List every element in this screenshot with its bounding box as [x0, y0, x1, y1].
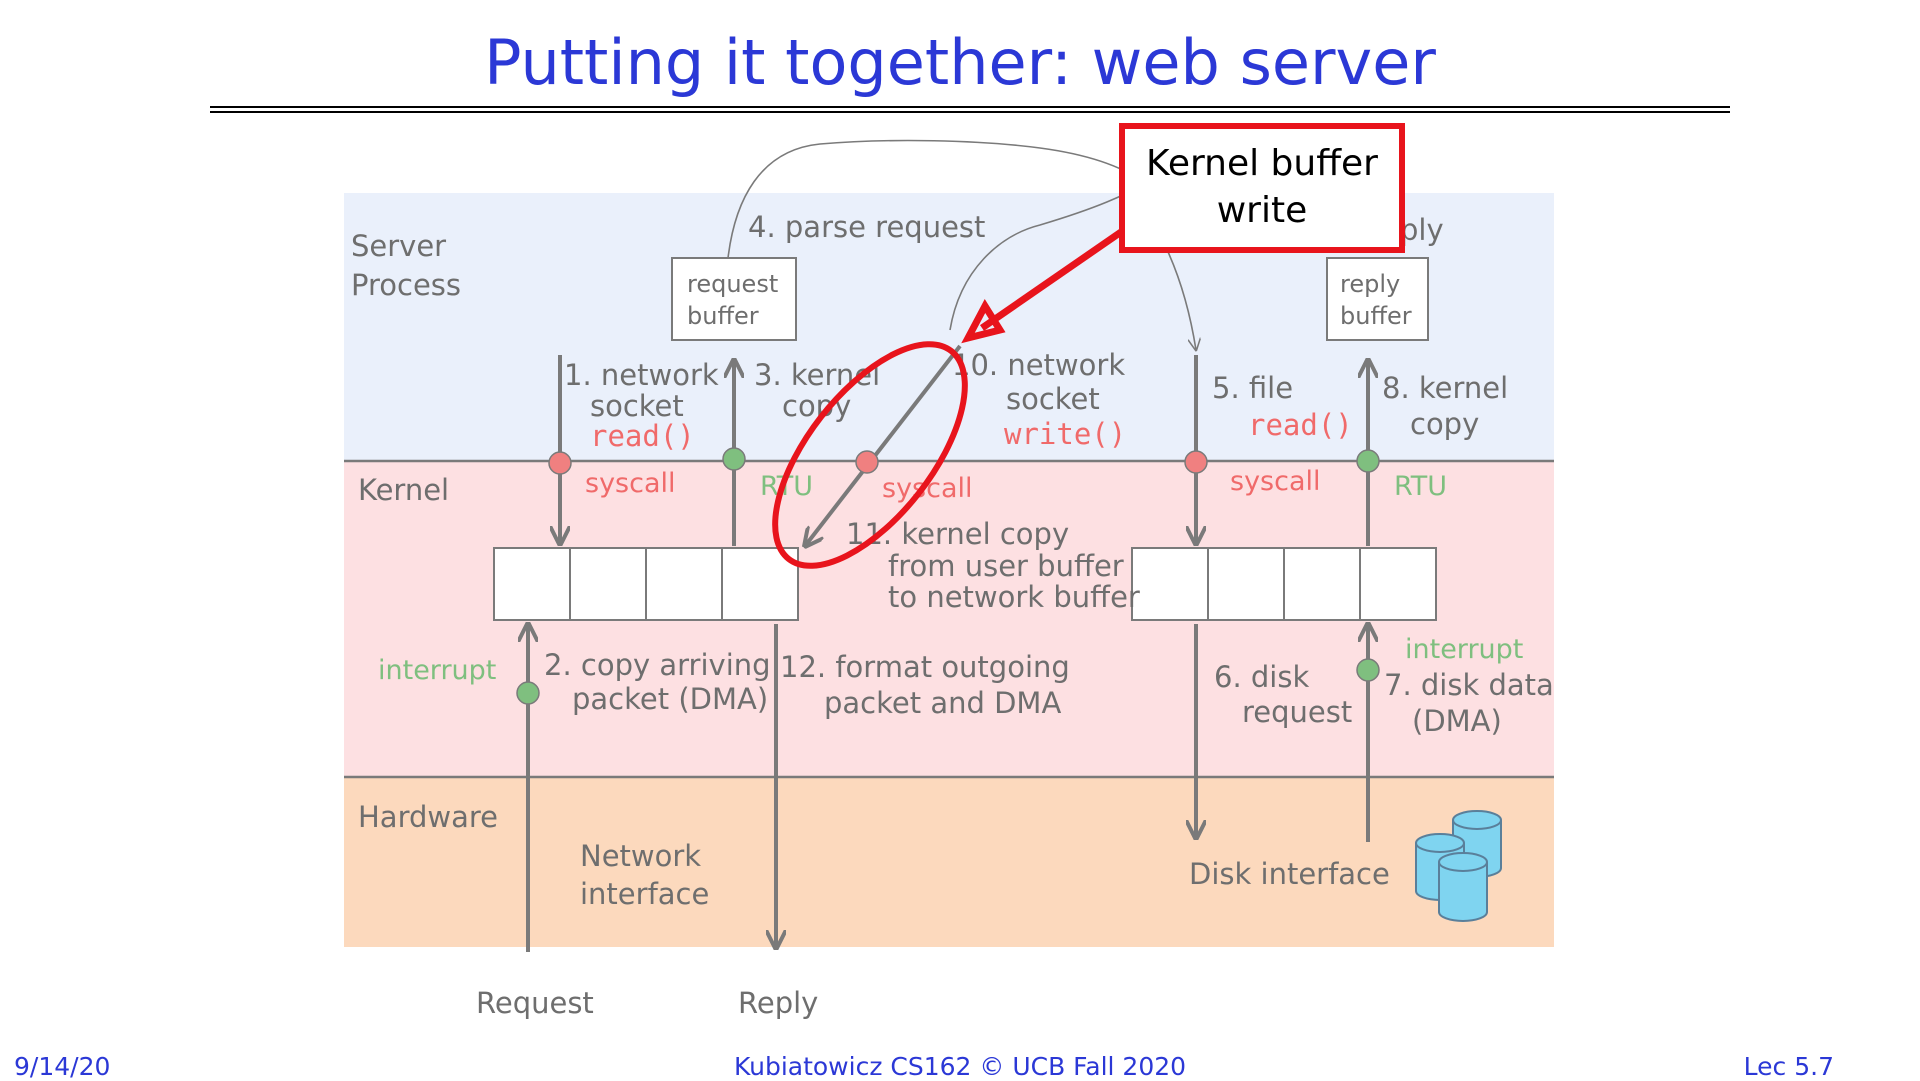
interrupt-label: interrupt	[378, 655, 496, 686]
footer-course: Kubiatowicz CS162 © UCB Fall 2020	[733, 1052, 1187, 1081]
step-1-call: read()	[590, 419, 695, 453]
footer-lecture: Lec 5.7	[1743, 1052, 1834, 1081]
syscall-label: syscall	[585, 468, 676, 499]
step-6-label: 6. disk	[1214, 660, 1309, 694]
request-label: Request	[476, 986, 594, 1020]
server-process-label: Server	[351, 229, 446, 263]
hardware-label: Hardware	[358, 800, 498, 834]
step-12-label: 12. format outgoing	[780, 650, 1070, 684]
rtu-dot	[722, 447, 746, 471]
step-9-partial-label: ply	[1400, 213, 1444, 247]
step-1-label: 1. network	[564, 358, 719, 392]
step-2-label: 2. copy arriving	[544, 648, 771, 682]
request-buffer-label: request	[687, 270, 778, 298]
interrupt-dot-disk	[1356, 658, 1380, 682]
hardware-band	[344, 777, 1554, 947]
step-2-label-2: packet (DMA)	[572, 682, 768, 716]
disk-stack-icon	[1415, 810, 1502, 922]
arrow-11-kernel-copy	[805, 344, 962, 546]
syscall-label-file: syscall	[1230, 466, 1321, 497]
step-5-call: read()	[1248, 408, 1353, 442]
server-process-label-2: Process	[351, 268, 461, 302]
step-10-call: write()	[1004, 417, 1126, 451]
step-10-label: 10. network	[952, 348, 1125, 382]
interrupt-dot	[516, 681, 540, 705]
disk-interface-label: Disk interface	[1189, 857, 1390, 891]
step-4-label: 4. parse request	[748, 210, 985, 244]
step-8-label-2: copy	[1410, 407, 1479, 441]
title-rule	[210, 106, 1730, 108]
step-8-label: 8. kernel	[1382, 371, 1508, 405]
slide-title: Putting it together: web server	[484, 26, 1436, 99]
step-7-label-2: (DMA)	[1412, 704, 1502, 738]
reply-buffer-label-2: buffer	[1340, 302, 1412, 330]
step-10-label-2: socket	[1006, 382, 1100, 416]
network-interface-label-2: interface	[580, 877, 709, 911]
reply-buffer-label: reply	[1340, 270, 1400, 298]
syscall-dot-file	[1184, 450, 1208, 474]
highlight-ellipse	[772, 341, 968, 569]
rtu-label-file: RTU	[1394, 471, 1447, 502]
syscall-dot-write	[855, 450, 879, 474]
network-kernel-buffer	[493, 547, 799, 621]
parse-request-curve	[727, 139, 1146, 259]
footer-date: 9/14/20	[14, 1052, 111, 1081]
disk-kernel-buffer	[1131, 547, 1437, 621]
kernel-label: Kernel	[358, 473, 449, 507]
request-buffer	[671, 257, 797, 341]
step-11-label-3: to network buffer	[888, 580, 1140, 614]
network-interface-label: Network	[580, 839, 701, 873]
reply-label: Reply	[738, 986, 818, 1020]
step-6-label-2: request	[1242, 695, 1352, 729]
step-11-label-2: from user buffer	[888, 549, 1124, 583]
title-rule-lower	[210, 111, 1730, 113]
step-1-label-2: socket	[590, 389, 684, 423]
rtu-dot-file	[1356, 449, 1380, 473]
request-buffer-label-2: buffer	[687, 302, 759, 330]
interrupt-label-disk: interrupt	[1405, 634, 1523, 665]
step-5-label: 5. file	[1212, 371, 1293, 405]
callout-arrowhead	[961, 299, 1006, 344]
syscall-dot	[548, 451, 572, 475]
step-12-label-2: packet and DMA	[824, 686, 1061, 720]
kernel-buffer-write-callout	[1119, 123, 1405, 253]
step-7-label: 7. disk data	[1384, 668, 1554, 702]
callout-text: Kernel buffer	[1146, 143, 1378, 184]
callout-text-2: write	[1217, 190, 1308, 231]
reply-buffer	[1326, 257, 1429, 341]
